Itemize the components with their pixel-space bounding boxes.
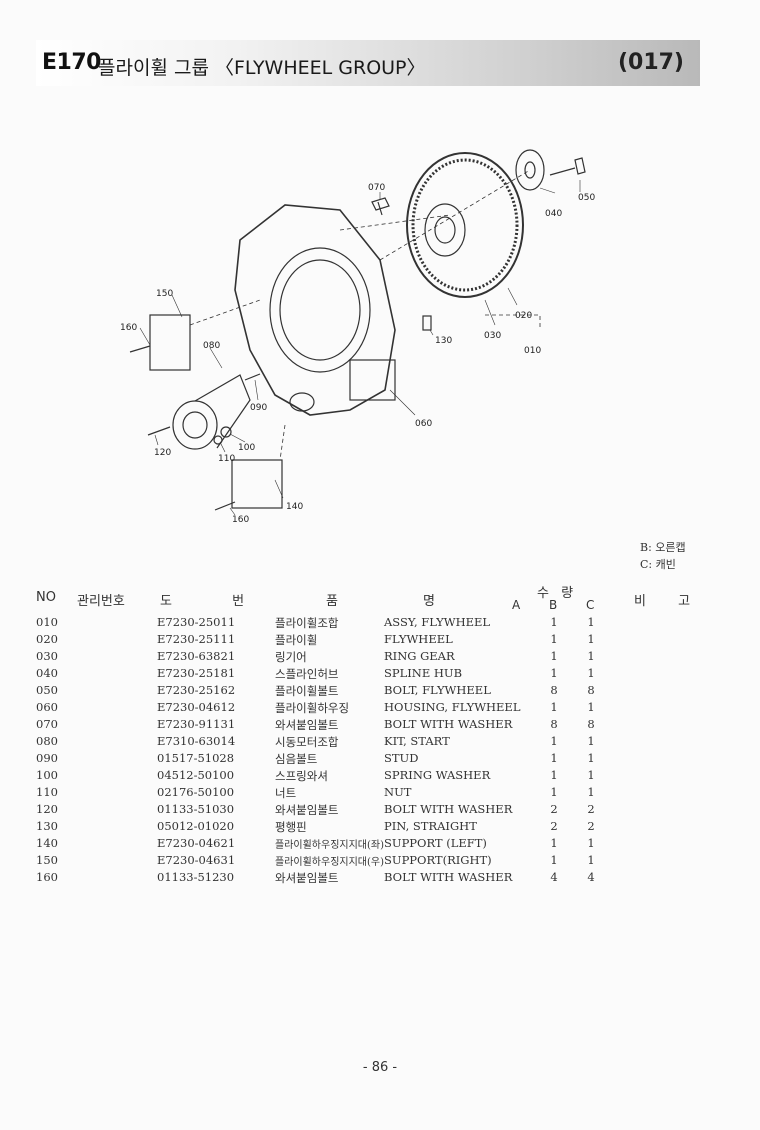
callout-020: 020 (515, 311, 532, 321)
group-title: 플라이휠 그룹 〈FLYWHEEL GROUP〉 (98, 57, 426, 79)
col-qty-b: B (549, 598, 558, 612)
callout-130: 130 (435, 336, 452, 346)
flywheel-housing-drawing (234, 204, 396, 416)
callout-070: 070 (368, 183, 385, 193)
page-header: E170 플라이휠 그룹 〈FLYWHEEL GROUP〉 (017) (36, 40, 700, 86)
col-qty-a: A (512, 598, 521, 612)
col-qty-c: C (586, 598, 595, 612)
support-left-drawing (231, 459, 283, 509)
col-name-right: 명 (423, 594, 435, 609)
callout-080: 080 (203, 341, 220, 351)
callout-160-top: 160 (120, 323, 137, 333)
col-name-left: 품 (326, 594, 338, 609)
col-remarks: 비 고 (634, 594, 705, 609)
callout-060: 060 (415, 419, 432, 429)
callout-140: 140 (286, 502, 303, 512)
col-no: NO (36, 590, 56, 605)
exploded-parts-diagram: 070 040 050 020 030 010 130 060 150 160 … (120, 149, 595, 525)
group-code: E170 (42, 50, 101, 75)
callout-090: 090 (250, 403, 267, 413)
callout-150: 150 (156, 289, 173, 299)
legend-b: B: 오른캡 (640, 541, 686, 554)
spline-hub-drawing (515, 149, 545, 191)
callout-040: 040 (545, 209, 562, 219)
flywheel-bolt-drawing (549, 157, 586, 176)
pin-130-drawing (422, 315, 432, 331)
parts-table-header: NO 관리번호 도 번 품 명 수 량 A B C 비 고 (0, 586, 760, 618)
group-page-code: (017) (617, 50, 684, 75)
callout-110: 110 (218, 454, 235, 464)
page-number: - 86 - (362, 1060, 398, 1075)
support-right-drawing (149, 314, 191, 371)
callout-100: 100 (238, 443, 255, 453)
col-drawing-number: 도 번 (160, 594, 273, 609)
callout-010: 010 (524, 346, 541, 356)
callout-160-bottom: 160 (232, 515, 249, 525)
starter-motor-drawing (172, 374, 251, 450)
flywheel-drawing (406, 152, 524, 298)
callout-050: 050 (578, 193, 595, 203)
col-mgmt-number: 관리번호 (77, 594, 125, 609)
callout-120: 120 (154, 448, 171, 458)
callout-030: 030 (484, 331, 501, 341)
legend-c: C: 캐빈 (640, 558, 676, 571)
bolt-070-drawing (371, 197, 390, 216)
col-quantity: 수 량 (537, 586, 578, 601)
